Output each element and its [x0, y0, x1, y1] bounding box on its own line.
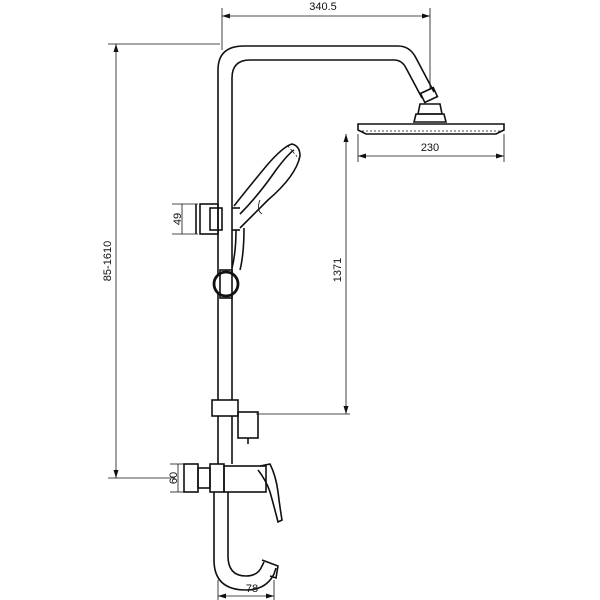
- mixer: [183, 463, 283, 524]
- dim-mixer-label: 60: [168, 472, 180, 484]
- hand-shower-holder: [195, 203, 240, 235]
- dim-top-width: 340.5: [221, 1, 431, 90]
- dim-outlet-height-label: 1371: [332, 258, 344, 282]
- dim-height-range: 85-1610: [102, 43, 220, 479]
- slider-ring: [212, 269, 240, 299]
- head-shower: [357, 86, 505, 135]
- hand-shower: [233, 143, 301, 229]
- dim-spout: 78: [217, 580, 275, 600]
- dim-mixer: 60: [168, 463, 186, 493]
- dim-head-diameter: 230: [357, 134, 505, 162]
- riser-pipe: [217, 45, 435, 400]
- dim-spout-label: 78: [246, 583, 258, 595]
- dim-holder: 49: [172, 203, 198, 235]
- hose: [231, 227, 245, 271]
- dim-height-range-label: 85-1610: [102, 241, 114, 281]
- dim-head-diameter-label: 230: [421, 142, 439, 154]
- dim-top-width-label: 340.5: [309, 1, 337, 13]
- bath-spout: [213, 492, 279, 591]
- dim-holder-label: 49: [172, 213, 184, 225]
- dim-outlet-height: 1371: [256, 134, 350, 415]
- diverter-block: [211, 399, 259, 464]
